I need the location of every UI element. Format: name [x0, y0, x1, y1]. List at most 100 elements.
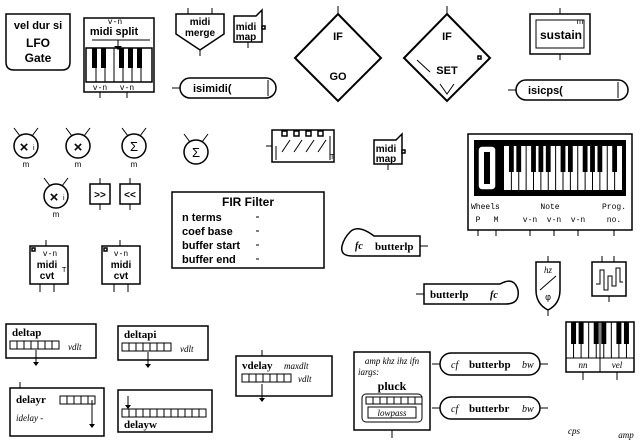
- buffer-cell: [121, 408, 130, 418]
- butterlp-2-label: butterlp: [430, 289, 469, 301]
- butterbp-label: butterbp: [469, 359, 511, 371]
- sustain-module[interactable]: m sustain: [529, 8, 591, 60]
- lfo-gate-module[interactable]: vel dur si LFO Gate: [5, 13, 71, 71]
- black-key: [538, 146, 544, 172]
- midi-merge-line2: merge: [185, 28, 215, 39]
- black-key: [616, 322, 622, 344]
- big-keyboard-keys: [504, 146, 622, 190]
- midi-keyboard-input-module[interactable]: Wheels Note Prog. P M v-n v-n v-n no.: [467, 133, 633, 236]
- multiply-i-operator[interactable]: × i m: [13, 127, 39, 169]
- sum-m-m: m: [131, 160, 138, 169]
- midi-cvt-2-module[interactable]: v-n midi cvt: [101, 240, 141, 292]
- midi-cvt-1-line2: cvt: [40, 271, 55, 282]
- multiply-i-2-symbol: ×: [50, 189, 59, 206]
- delayw-module[interactable]: delayw: [117, 389, 213, 433]
- fir-filter-module[interactable]: FIR Filter n terms coef base buffer star…: [171, 191, 325, 269]
- buffer-cell: [163, 342, 172, 352]
- corner-amp-label: amp: [618, 430, 634, 440]
- midi-merge-module[interactable]: midi merge: [175, 8, 225, 56]
- kbd-vel-label: vel: [612, 360, 623, 370]
- isimidi-function[interactable]: isimidi(: [172, 77, 277, 99]
- black-key: [578, 322, 584, 344]
- isicps-function[interactable]: isicps(: [508, 79, 629, 101]
- butterbp-bw: bw: [522, 360, 534, 371]
- midi-map-top-line2: map: [236, 32, 257, 43]
- midi-map-mid-line1: midi: [376, 144, 397, 155]
- keyboard-wheels-label: Wheels: [471, 203, 500, 212]
- buffer-cell: [269, 373, 278, 383]
- midi-split-input-label: v-n: [108, 18, 123, 27]
- butterlp-1-port: fc: [355, 241, 363, 252]
- multiply-i-operator-2[interactable]: × i m: [43, 177, 69, 219]
- buffer-cell: [51, 340, 60, 350]
- buffer-cell: [59, 395, 68, 405]
- butterlp-1-module[interactable]: fc butterlp: [340, 228, 428, 257]
- waveform-module[interactable]: [591, 256, 627, 302]
- if-set-module[interactable]: IF SET: [402, 6, 492, 103]
- midi-split-out1: v-n: [93, 84, 108, 93]
- lfo-gate-inputs: vel dur si: [14, 20, 62, 32]
- buffer-cell: [262, 373, 271, 383]
- shift-right-operator[interactable]: >>: [89, 178, 111, 210]
- multiply-operator[interactable]: × m: [65, 127, 91, 169]
- shift-left-operator[interactable]: <<: [119, 178, 141, 210]
- buffer-cell: [156, 342, 165, 352]
- multiply-m: m: [75, 160, 82, 169]
- fir-row-buffer-end: buffer end: [182, 254, 236, 266]
- keyboard-m-label: M: [494, 216, 499, 225]
- pluck-module[interactable]: amp khz ihz ifn iargs: pluck lowpass: [353, 351, 431, 438]
- fir-row-coef-base: coef base: [182, 226, 233, 238]
- butterbp-cf: cf: [451, 360, 459, 371]
- note-velocity-keyboard[interactable]: nn vel: [565, 321, 635, 380]
- buffer-cell: [16, 340, 25, 350]
- multiply-i-symbol: ×: [20, 139, 29, 156]
- buffer-cell: [128, 408, 137, 418]
- multiply-i-2-m: m: [53, 210, 60, 219]
- butterlp-2-port: fc: [490, 290, 498, 301]
- black-key: [545, 146, 551, 172]
- midi-map-mid-line2: map: [376, 154, 397, 165]
- midi-split-module[interactable]: v-n midi split v-n v-n: [83, 17, 155, 98]
- butterlp-2-module[interactable]: butterlp fc: [416, 280, 519, 305]
- midi-map-top-module[interactable]: midi map: [233, 8, 266, 48]
- vdelay-module[interactable]: vdelay maxdlt vdlt: [235, 350, 333, 402]
- buffer-cell: [407, 396, 416, 405]
- delayr-module[interactable]: delayr idelay -: [9, 382, 105, 437]
- kbd-nn-label: nn: [579, 360, 589, 370]
- lfo-gate-subtitle: Gate: [25, 51, 52, 65]
- if-go-module[interactable]: IF GO: [293, 6, 383, 103]
- butterbr-label: butterbr: [469, 403, 509, 415]
- buffer-cell: [283, 373, 292, 383]
- deltap-module[interactable]: deltap vdlt: [5, 323, 97, 366]
- buffer-cell: [414, 396, 423, 405]
- array-table-module[interactable]: T: [266, 129, 335, 163]
- buffer-cell: [156, 408, 165, 418]
- delayr-title: delayr: [16, 394, 46, 406]
- deltapi-module[interactable]: deltapi vdlt: [117, 325, 209, 368]
- buffer-cell: [400, 396, 409, 405]
- midi-map-mid-module[interactable]: midi map: [373, 132, 406, 170]
- black-key: [508, 146, 514, 172]
- midi-cvt-1-side: T: [62, 267, 67, 274]
- buffer-cell: [66, 395, 75, 405]
- shift-left-symbol: <<: [124, 190, 136, 201]
- multiply-i-m: m: [23, 160, 30, 169]
- black-key: [590, 146, 595, 172]
- buffer-cell: [255, 373, 264, 383]
- black-key: [612, 146, 618, 172]
- phasor-module[interactable]: hz φ: [535, 256, 561, 316]
- midi-cvt-1-line1: midi: [37, 260, 58, 271]
- black-key: [582, 146, 588, 172]
- buffer-cell: [135, 408, 144, 418]
- black-key: [567, 146, 573, 172]
- buffer-cell: [184, 408, 193, 418]
- butterbr-module[interactable]: cf butterbr bw: [432, 396, 548, 420]
- butterbr-bw: bw: [522, 404, 534, 415]
- sum-operator[interactable]: Σ: [183, 133, 209, 165]
- sum-m-operator[interactable]: Σ m: [121, 127, 147, 169]
- buffer-cell: [393, 396, 402, 405]
- buffer-cell: [44, 340, 53, 350]
- midi-cvt-1-module[interactable]: v-n midi cvt T: [29, 240, 69, 292]
- butterbp-module[interactable]: cf butterbp bw: [432, 352, 548, 376]
- fir-row-n-terms: n terms: [182, 212, 222, 224]
